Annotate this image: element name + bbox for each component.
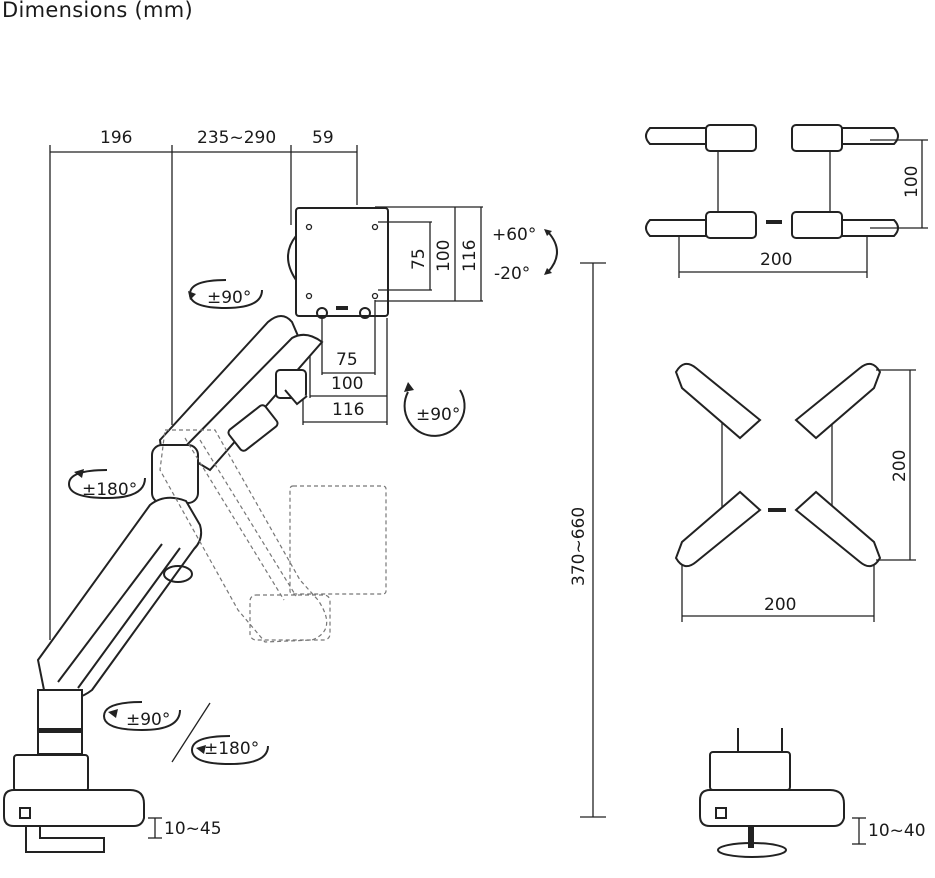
vesa-v-116: 116 [460,240,480,272]
vesa-v-100: 100 [434,240,454,272]
vesa-vertical-lines [375,206,483,302]
clamp-detail [699,728,866,858]
rotation-rotate [403,382,466,437]
extension-bottom-height: 200 [890,450,910,482]
clamp-right-label: 10~40 [868,821,926,841]
adapter-extension-100 [645,124,928,278]
vesa-h-75: 75 [336,350,358,370]
tilt-up-label: +60° [492,225,536,245]
extension-top-width: 200 [760,250,792,270]
rotation-head-swivel-label: ±90° [207,288,251,308]
vesa-plate [287,207,389,319]
rotation-divider [171,702,211,763]
rotation-base-swivel-label: ±90° [126,710,170,730]
extension-bottom-width: 200 [764,595,796,615]
vesa-horizontal-lines [302,300,388,425]
vesa-h-100: 100 [331,374,363,394]
monitor-arm [3,315,324,853]
extension-top-height: 100 [902,166,922,198]
rotation-head-swivel [188,279,263,310]
dim-offset-59: 59 [312,128,334,148]
rotation-base-rotate [190,735,269,766]
vesa-v-75: 75 [409,248,429,270]
height-range-label: 370~660 [569,507,589,586]
alternate-position-ghost [159,429,387,643]
height-range-dim [580,262,606,818]
rotation-base-swivel [102,701,181,732]
top-dimension-lines [49,145,358,640]
clamp-left-dim [148,817,162,839]
tilt-arrow-icon [547,231,558,273]
tilt-down-label: -20° [494,264,530,284]
rotation-elbow [67,469,146,500]
rotation-rotate-label: ±90° [416,405,460,425]
vesa-h-116: 116 [332,400,364,420]
dim-reach-235-290: 235~290 [197,128,276,148]
clamp-left-label: 10~45 [164,819,222,839]
adapter-extension-200 [674,362,916,622]
rotation-base-rotate-label: ±180° [204,739,259,759]
rotation-elbow-label: ±180° [82,480,137,500]
diagram-title: Dimensions (mm) [2,0,194,22]
dim-depth-196: 196 [100,128,132,148]
